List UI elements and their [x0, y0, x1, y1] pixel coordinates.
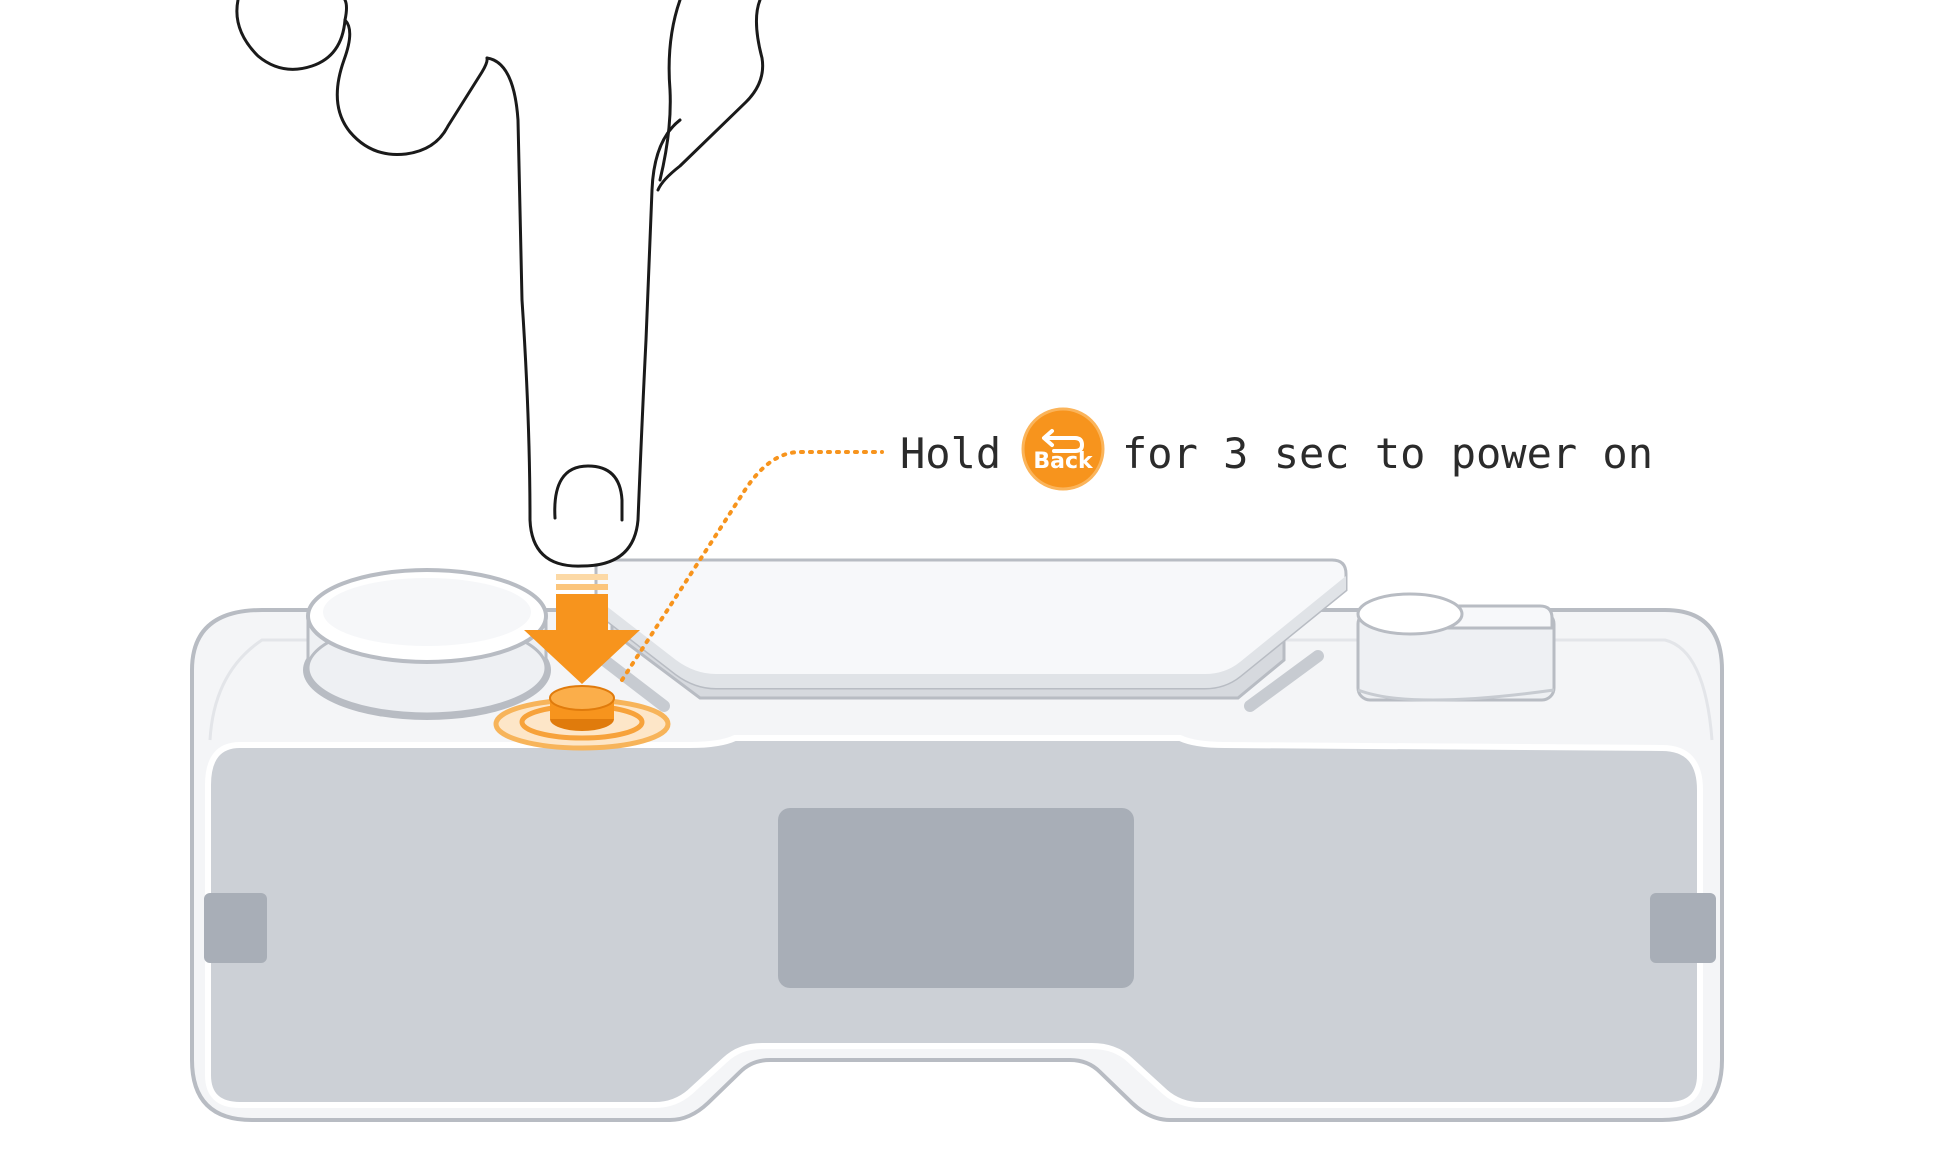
back-arrow-icon — [1042, 429, 1084, 453]
pointing-finger-icon — [235, 0, 765, 568]
device-slot-right — [1244, 650, 1324, 712]
device-slot-left — [598, 654, 670, 712]
back-button-label: Back — [1033, 449, 1094, 474]
device-dial — [303, 568, 551, 720]
device-back-button — [549, 685, 615, 731]
back-button-badge: Back — [1021, 407, 1105, 491]
down-arrow-icon — [524, 574, 640, 684]
device-center-window — [778, 808, 1134, 988]
instruction-suffix: for 3 sec to power on — [1122, 429, 1653, 478]
instruction-prefix: Hold — [900, 429, 1001, 478]
device-left-tab — [204, 893, 267, 963]
device-slider-knob — [1356, 592, 1556, 702]
device — [190, 558, 1724, 1122]
device-right-tab — [1650, 893, 1716, 963]
